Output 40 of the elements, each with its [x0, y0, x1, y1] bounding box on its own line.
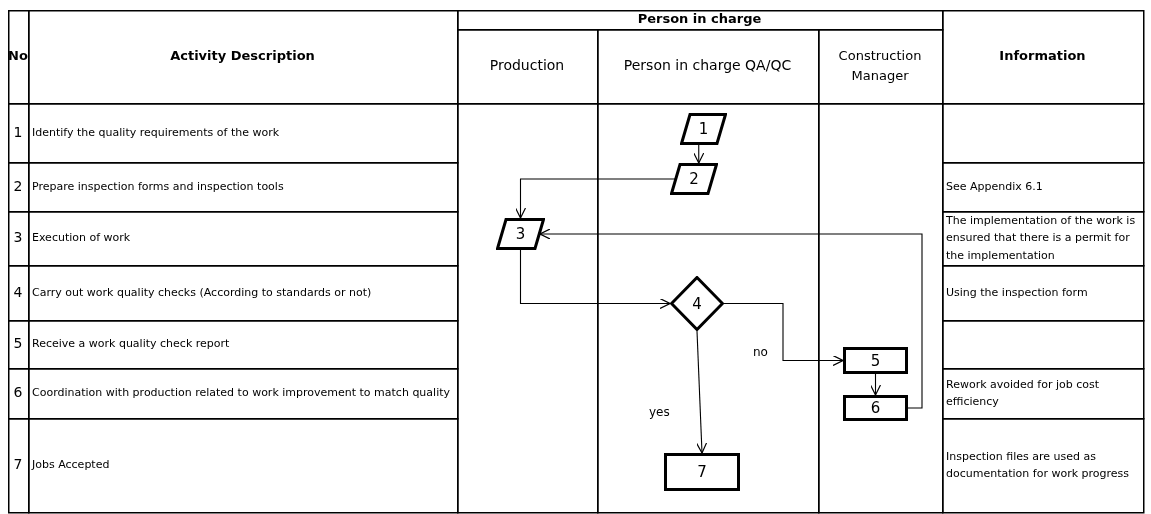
- activity-text: Coordination with production related to work improvement to match quality: [32, 385, 450, 402]
- arrow: [869, 373, 882, 396]
- info-text: Rework avoided for job cost efficiency: [946, 376, 1100, 410]
- column-header: Person in charge: [637, 10, 762, 29]
- column-header: Production: [489, 56, 565, 76]
- arrow: [519, 249, 671, 310]
- arrow: [696, 330, 708, 454]
- activity-text: Jobs Accepted: [32, 457, 110, 474]
- info-text: See Appendix 6.1: [946, 178, 1043, 195]
- activity-text: Execution of work: [32, 230, 131, 247]
- input-parallelogram: 1: [680, 113, 727, 145]
- row-number: 7: [13, 455, 23, 475]
- activity-text: Receive a work quality check report: [32, 336, 230, 353]
- decision-diamond: 4: [670, 276, 724, 331]
- column-header: Information: [999, 47, 1086, 66]
- column-header: No: [8, 47, 28, 66]
- info-text: The implementation of the work is ensured that there is a permit for the implementation: [946, 213, 1137, 264]
- info-text: Using the inspection form: [946, 284, 1088, 301]
- column-header: Activity Description: [170, 47, 315, 66]
- row-number: 4: [13, 282, 23, 302]
- row-number: 3: [13, 228, 23, 248]
- activity-text: Identify the quality requirements of the work: [32, 124, 280, 141]
- row-number: 5: [13, 334, 23, 354]
- input-parallelogram: 2: [670, 163, 718, 195]
- arrow: [539, 228, 923, 409]
- column-header: Person in charge QA/QC: [623, 56, 792, 76]
- info-text: Inspection files are used as documentation for work progress: [946, 448, 1131, 482]
- column-header: Construction Manager: [837, 46, 923, 85]
- arrow: [514, 178, 676, 219]
- process-box: 5: [843, 347, 908, 374]
- process-box: 6: [843, 395, 908, 421]
- row-number: 2: [13, 176, 23, 196]
- row-number: 1: [13, 122, 23, 142]
- arrow: [723, 302, 844, 367]
- arrow: [693, 144, 705, 164]
- input-parallelogram: 3: [496, 218, 545, 250]
- process-box: 7: [664, 453, 740, 491]
- row-number: 6: [13, 383, 23, 403]
- activity-text: Prepare inspection forms and inspection tools: [32, 178, 284, 195]
- activity-text: Carry out work quality checks (According to standards or not): [32, 284, 372, 301]
